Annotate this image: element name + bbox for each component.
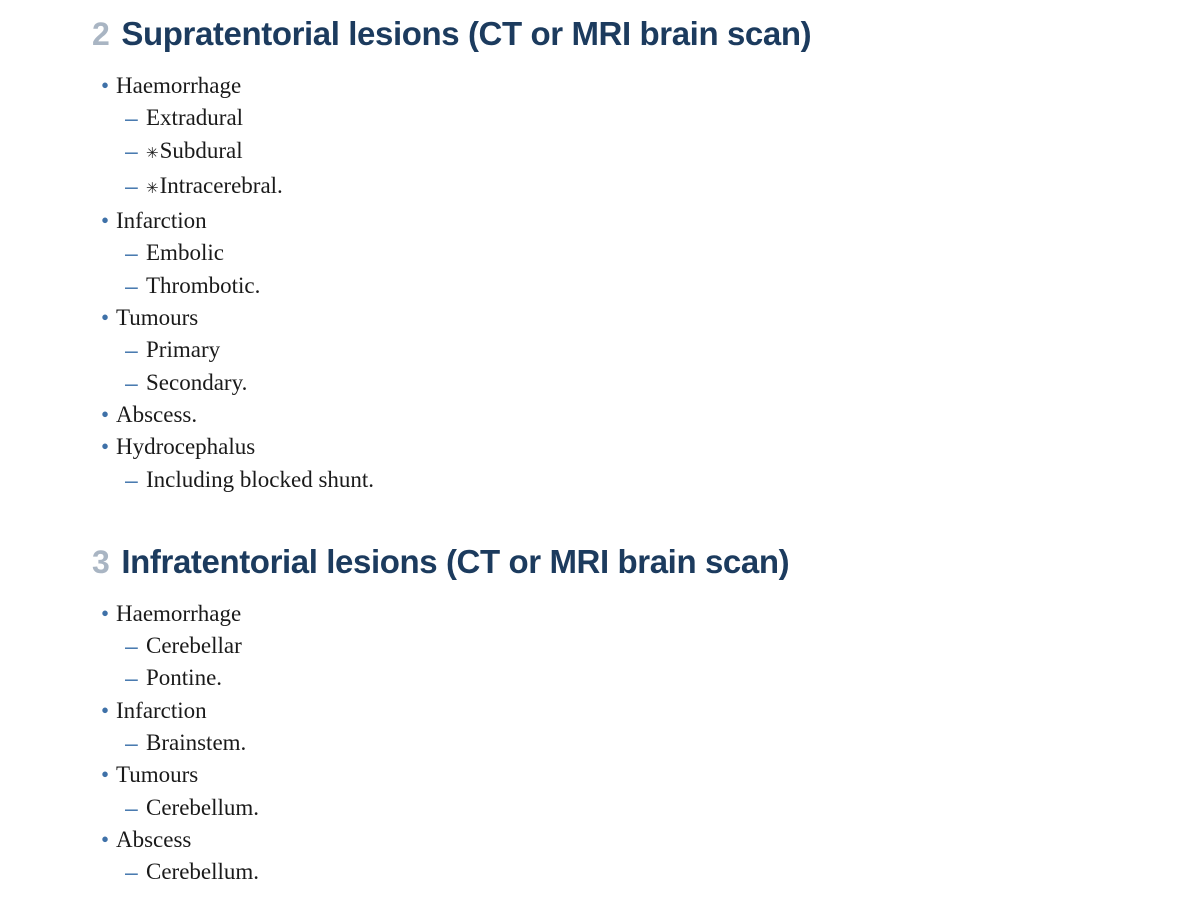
sub-list-item: –Thrombotic. — [92, 270, 1160, 302]
section-number: 3 — [92, 543, 110, 580]
list-item-label: Tumours — [116, 305, 199, 331]
list-item-label: Infarction — [116, 208, 207, 234]
dash-icon: – — [125, 272, 138, 299]
bullet-list: •Haemorrhage–Extradural–✳Subdural–✳Intra… — [92, 70, 1160, 496]
bullet-dot-icon: • — [101, 826, 110, 852]
sub-list-item: –Including blocked shunt. — [92, 464, 1160, 496]
list-item-label: Abscess. — [116, 401, 198, 427]
bullet-dot-icon: • — [101, 762, 110, 788]
sub-list-item-label: Embolic — [146, 240, 224, 266]
section-2: 2 Supratentorial lesions (CT or MRI brain… — [92, 14, 1160, 496]
asterisk-icon: ✳ — [146, 145, 159, 162]
section-title: Supratentorial lesions (CT or MRI brain … — [121, 15, 812, 52]
sub-list-item: –Cerebellar — [92, 630, 1160, 662]
sub-list-item: –✳Intracerebral. — [92, 170, 1160, 205]
bullet-dot-icon: • — [101, 697, 110, 723]
sub-list-item: –Secondary. — [92, 367, 1160, 399]
section-heading: 3 Infratentorial lesions (CT or MRI brain… — [92, 542, 1160, 582]
list-item: •Tumours — [92, 302, 1160, 334]
list-item: •Tumours — [92, 759, 1160, 791]
list-item: •Abscess — [92, 824, 1160, 856]
list-item: •Haemorrhage — [92, 598, 1160, 630]
dash-icon: – — [125, 665, 138, 692]
bullet-dot-icon: • — [101, 600, 110, 626]
sub-list-item-label: Brainstem. — [146, 730, 247, 756]
section-number: 2 — [92, 16, 110, 52]
sub-list-item: –Cerebellum. — [92, 792, 1160, 824]
sub-list-item-label: Pontine. — [146, 665, 223, 691]
sub-list-item-label: Intracerebral. — [159, 172, 283, 198]
list-item-label: Hydrocephalus — [116, 434, 256, 460]
dash-icon: – — [125, 369, 138, 396]
dash-icon: – — [125, 172, 138, 199]
dash-icon: – — [125, 137, 138, 164]
section-3: 3 Infratentorial lesions (CT or MRI brain… — [0, 496, 1200, 889]
sub-list-item-label: Secondary. — [146, 369, 248, 395]
sub-list-item-label: Extradural — [146, 105, 244, 131]
section-heading: 2 Supratentorial lesions (CT or MRI brain… — [92, 14, 1160, 54]
sub-list-item-label: Primary — [146, 337, 221, 363]
list-item-label: Haemorrhage — [116, 600, 242, 626]
dash-icon: – — [125, 466, 138, 493]
sub-list-item: –Pontine. — [92, 662, 1160, 694]
list-item-label: Abscess — [116, 826, 192, 852]
list-item: •Infarction — [92, 205, 1160, 237]
list-item: •Haemorrhage — [92, 70, 1160, 102]
bullet-dot-icon: • — [101, 305, 110, 331]
dash-icon: – — [125, 859, 138, 886]
sub-list-item: –✳Subdural — [92, 135, 1160, 170]
sub-list-item-label: Thrombotic. — [146, 272, 261, 298]
bullet-dot-icon: • — [101, 73, 110, 98]
list-item: •Hydrocephalus — [92, 431, 1160, 463]
sub-list-item-label: Cerebellar — [146, 633, 242, 659]
dash-icon: – — [125, 337, 138, 364]
sub-list-item-label: Cerebellum. — [146, 794, 260, 820]
dash-icon: – — [125, 633, 138, 660]
sub-list-item: –Embolic — [92, 237, 1160, 269]
section-title: Infratentorial lesions (CT or MRI brain … — [121, 542, 790, 580]
sub-list-item-label: Cerebellum. — [146, 859, 260, 885]
sub-list-item-label: Subdural — [159, 137, 243, 163]
sub-list-item-label: Including blocked shunt. — [146, 466, 375, 492]
sub-list-item: –Primary — [92, 334, 1160, 366]
list-item: •Infarction — [92, 695, 1160, 727]
list-item-label: Infarction — [116, 697, 207, 723]
sub-list-item: –Cerebellum. — [92, 856, 1160, 888]
list-item-label: Haemorrhage — [116, 73, 242, 98]
bullet-list: •Haemorrhage–Cerebellar–Pontine.•Infarct… — [92, 598, 1160, 889]
sub-list-item: –Extradural — [92, 102, 1160, 134]
dash-icon: – — [125, 730, 138, 757]
sub-list-item: –Brainstem. — [92, 727, 1160, 759]
dash-icon: – — [125, 240, 138, 267]
asterisk-icon: ✳ — [146, 180, 159, 197]
bullet-dot-icon: • — [101, 401, 110, 427]
dash-icon: – — [125, 794, 138, 821]
dash-icon: – — [125, 105, 138, 132]
bullet-dot-icon: • — [101, 434, 110, 460]
list-item: •Abscess. — [92, 399, 1160, 431]
bullet-dot-icon: • — [101, 208, 110, 234]
list-item-label: Tumours — [116, 762, 199, 788]
